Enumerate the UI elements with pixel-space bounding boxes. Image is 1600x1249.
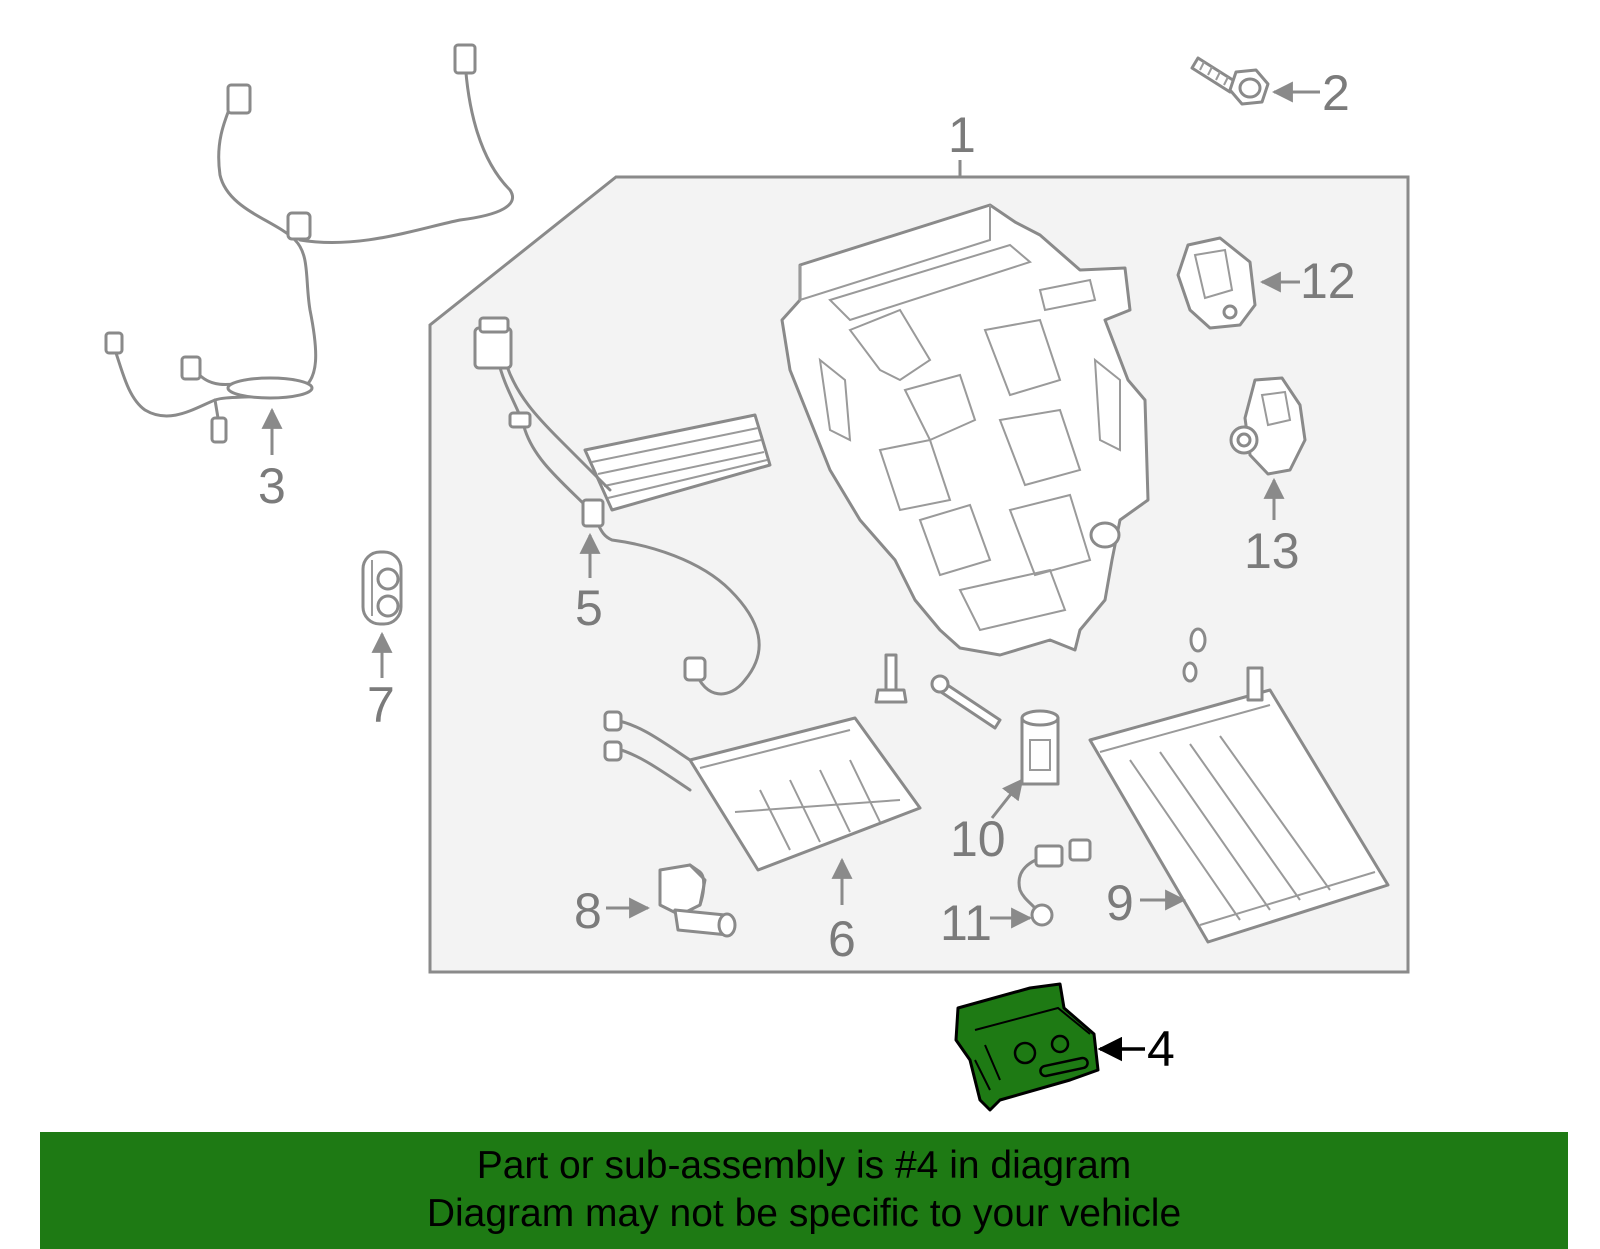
- servo-part-12: [1176, 236, 1257, 330]
- callout-4: 4: [1147, 1021, 1175, 1077]
- callout-1: 1: [948, 107, 976, 163]
- callout-10: 10: [950, 811, 1006, 867]
- callout-5: 5: [575, 580, 603, 636]
- banner-line-1: Part or sub-assembly is #4 in diagram: [476, 1144, 1132, 1187]
- callout-8: 8: [574, 883, 602, 939]
- callout-7: 7: [367, 677, 395, 733]
- callout-6: 6: [828, 911, 856, 967]
- callout-2: 2: [1322, 65, 1350, 121]
- callout-13: 13: [1244, 523, 1300, 579]
- expansion-valve-part-10: [1020, 709, 1060, 786]
- hvac-case: [780, 203, 1150, 657]
- long-screw: [930, 674, 1002, 730]
- callout-10-arrow: [990, 778, 1024, 819]
- bracket-part-4: [954, 982, 1100, 1112]
- callout-12: 12: [1300, 253, 1356, 309]
- heater-core-part-6: [603, 710, 922, 872]
- pipe-part-8: [658, 863, 737, 938]
- small-bolt: [874, 653, 908, 704]
- o-rings: [1182, 627, 1207, 683]
- wiring-part-5: [473, 316, 772, 696]
- wire-harness-part-3: [104, 43, 514, 444]
- bolt-part-2: [1190, 56, 1270, 106]
- callout-11: 11: [940, 895, 992, 951]
- grommet-part-7: [361, 550, 403, 626]
- callout-3: 3: [258, 458, 286, 514]
- banner-line-2: Diagram may not be specific to your vehi…: [426, 1192, 1182, 1235]
- info-banner: Part or sub-assembly is #4 in diagram Di…: [40, 1132, 1568, 1249]
- evaporator-part-9: [1088, 666, 1390, 944]
- callout-9: 9: [1106, 875, 1134, 931]
- actuator-part-13: [1229, 376, 1307, 476]
